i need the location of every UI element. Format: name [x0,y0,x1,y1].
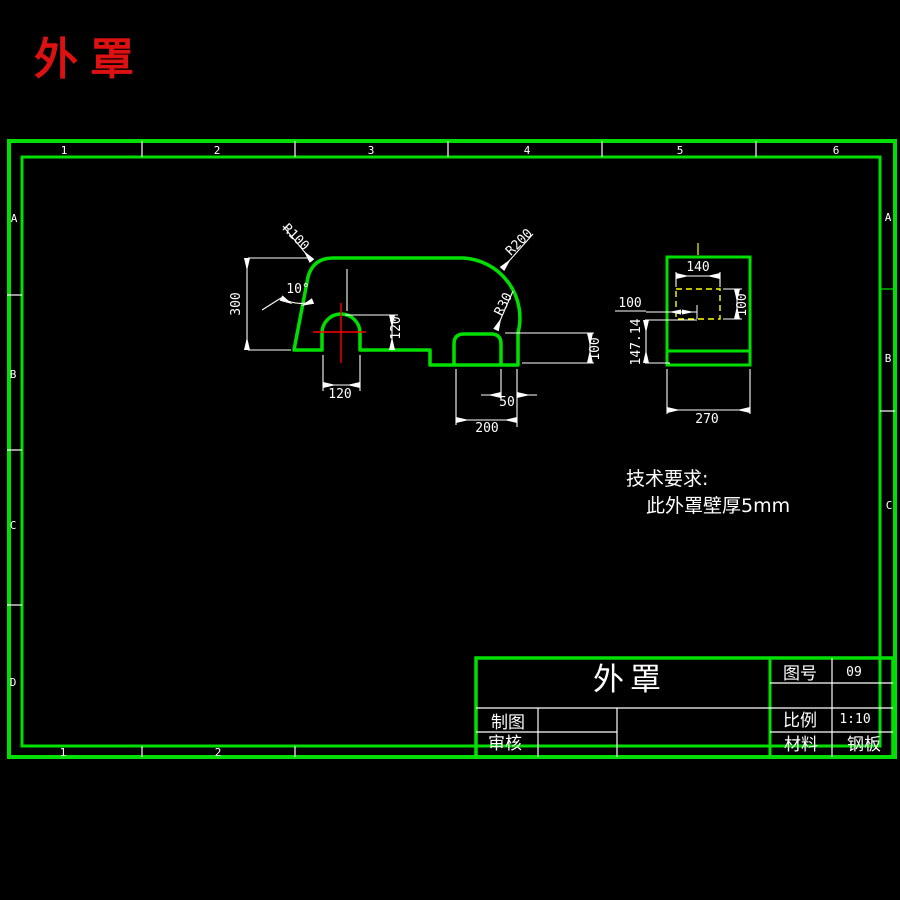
material-value: 钢板 [847,735,881,755]
zone-ticks [7,141,895,757]
checker-label: 审核 [488,734,522,754]
drawing-no-label: 图号 [783,664,817,684]
dim-flange-to-hole: 147.14 [629,318,644,365]
page-title: 外罩 [34,34,146,85]
frame-inner [20,155,882,748]
part-boss-outline [452,332,503,365]
zone-top-5: 5 [677,144,684,157]
zone-top-1: 1 [61,144,68,157]
scale-label: 比例 [783,711,817,731]
part-outline [292,256,522,367]
title-block: 外罩 图号 09 比例 1:10 材料 钢板 制图 审核 [474,656,895,759]
dim-hole-offset: 100 [618,296,641,311]
zone-labels: 1 2 3 4 5 6 1 2 A B C D A B C [10,144,893,759]
tech-req-item: 此外罩壁厚5mm [646,495,790,517]
zone-left-d: D [10,676,17,689]
zone-top-4: 4 [524,144,531,157]
main-view [292,256,522,367]
dim-arch-width: 120 [328,387,351,402]
dim-r200: R200 [503,226,536,259]
dim-side-width: 270 [695,412,718,427]
dimension-labels: 300 10° R100 R200 R30 120 120 50 200 100… [229,221,750,436]
hidden-hole [675,288,721,320]
zone-left-a: A [11,212,18,225]
scale-value: 1:10 [839,712,870,727]
side-flange [665,349,752,367]
tech-req-title: 技术要求: [626,468,708,490]
zone-left-c: C [10,519,17,532]
dim-arch-height: 120 [389,316,404,339]
side-view [665,243,752,367]
dim-r30: R30 [492,291,516,319]
dim-step-width: 50 [499,395,515,410]
sheet-frame [7,139,897,759]
zone-bottom-1: 1 [60,746,67,759]
zone-top-2: 2 [214,144,221,157]
zone-top-3: 3 [368,144,375,157]
dim-hole-height: 100 [735,293,750,316]
dim-r100: R100 [279,221,312,254]
title-block-part-name: 外罩 [593,662,667,698]
zone-right-c: C [886,499,893,512]
zone-bottom-2: 2 [215,746,222,759]
tech-requirements: 技术要求: 此外罩壁厚5mm [626,468,790,517]
drafter-label: 制图 [491,713,525,733]
leader-arrows [669,309,694,315]
zone-right-b: B [885,352,892,365]
zone-top-6: 6 [833,144,840,157]
centerline-cross [313,303,366,363]
dim-draft-angle: 10° [286,282,309,297]
dim-flange-height: 100 [588,337,603,360]
dim-base-width: 200 [475,421,498,436]
material-label: 材料 [784,735,818,755]
dim-hole-width: 140 [686,260,709,275]
zone-left-b: B [10,368,17,381]
dimensions [244,225,751,427]
frame-outer [7,139,897,759]
drawing-no-value: 09 [846,665,862,680]
zone-right-a: A [885,211,892,224]
dim-height: 300 [229,292,244,315]
